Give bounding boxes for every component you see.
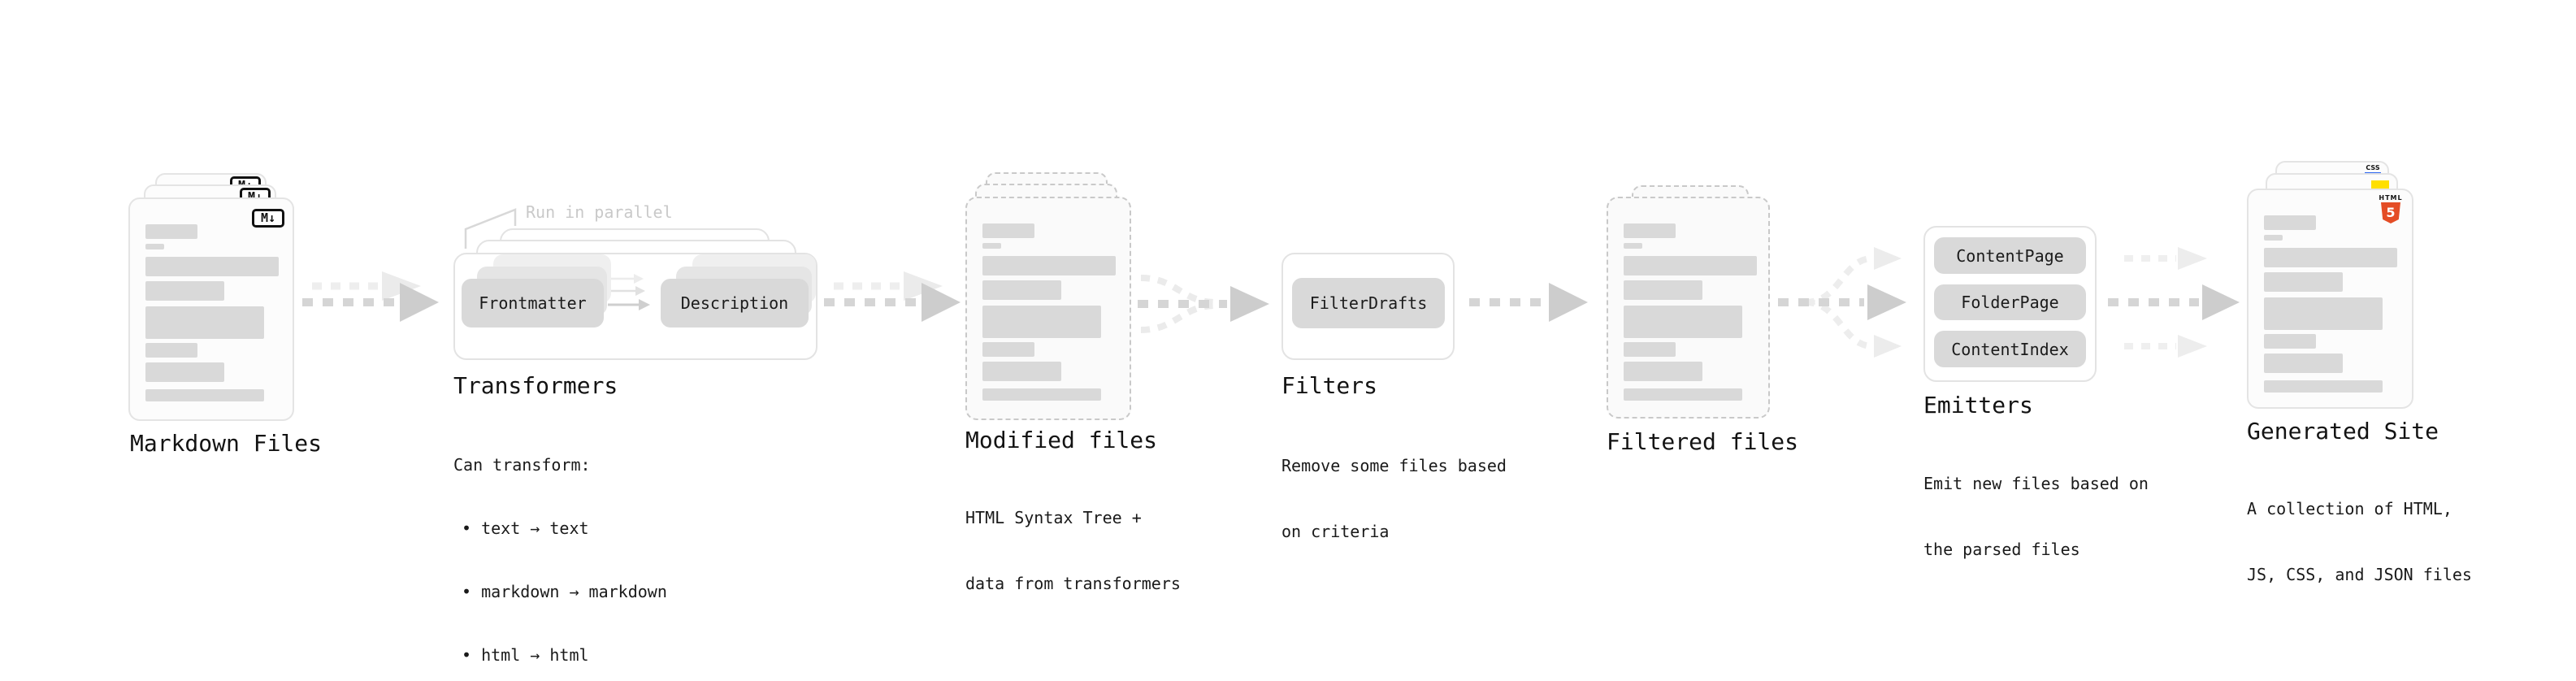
transformer-description-chip: Description bbox=[661, 279, 809, 327]
markdown-file-card-front: M↓ bbox=[128, 197, 294, 421]
filter-drafts-chip: FilterDrafts bbox=[1292, 278, 1445, 328]
placeholder-bar bbox=[145, 306, 264, 339]
stage-title-filters: Filters bbox=[1281, 372, 1378, 399]
emitter-contentpage-chip: ContentPage bbox=[1934, 237, 2086, 274]
placeholder-bar bbox=[982, 388, 1101, 401]
html5-icon: HTML 5 bbox=[2377, 194, 2405, 223]
placeholder-bar bbox=[2264, 248, 2397, 267]
placeholder-bar bbox=[1624, 388, 1742, 401]
flow-arrow-filters-to-filtered bbox=[1469, 283, 1588, 322]
description-line: HTML Syntax Tree + bbox=[965, 508, 1142, 527]
markdown-icon: M↓ bbox=[252, 209, 284, 228]
description-line: Remove some files based bbox=[1281, 456, 1507, 475]
placeholder-bar bbox=[982, 306, 1101, 338]
transform-flow-arrows bbox=[608, 274, 650, 310]
placeholder-bar bbox=[145, 343, 197, 358]
stage-title-emitters: Emitters bbox=[1923, 392, 2033, 419]
run-in-parallel-annotation: Run in parallel bbox=[526, 202, 673, 222]
stage-title-generated-site: Generated Site bbox=[2247, 418, 2439, 445]
placeholder-bar bbox=[145, 244, 164, 249]
placeholder-bar bbox=[2264, 354, 2343, 373]
flow-arrow-markdown-to-transformers bbox=[302, 271, 439, 322]
placeholder-bar bbox=[2264, 380, 2383, 393]
stage-description-emitters: Emit new files based on the parsed files bbox=[1923, 429, 2149, 605]
file-content-placeholder bbox=[130, 199, 293, 419]
placeholder-bar bbox=[982, 342, 1034, 357]
placeholder-bar bbox=[1624, 256, 1757, 275]
flow-arrow-merge-modified-to-filters bbox=[1138, 275, 1269, 333]
modified-file-card-front bbox=[965, 197, 1131, 420]
placeholder-bar bbox=[1624, 243, 1642, 249]
transformer-frontmatter-chip: Frontmatter bbox=[462, 279, 604, 327]
placeholder-bar bbox=[982, 362, 1061, 381]
file-content-placeholder bbox=[2249, 190, 2412, 407]
stage-title-modified-files: Modified files bbox=[965, 427, 1158, 453]
placeholder-bar bbox=[982, 256, 1116, 275]
flow-arrow-branch-filtered-to-emitters bbox=[1778, 247, 1906, 358]
placeholder-bar bbox=[2264, 215, 2316, 230]
generated-file-card-front: HTML 5 bbox=[2247, 189, 2413, 409]
stage-title-transformers: Transformers bbox=[453, 372, 618, 399]
description-line: on criteria bbox=[1281, 522, 1390, 541]
filtered-file-card-front bbox=[1607, 197, 1770, 419]
emitter-folderpage-chip: FolderPage bbox=[1934, 284, 2086, 320]
stage-description-modified-files: HTML Syntax Tree + data from transformer… bbox=[965, 463, 1181, 639]
placeholder-bar bbox=[1624, 342, 1676, 357]
description-line: JS, CSS, and JSON files bbox=[2247, 565, 2472, 584]
flow-arrow-transformers-to-modified bbox=[824, 271, 961, 322]
file-content-placeholder bbox=[967, 198, 1130, 419]
placeholder-bar bbox=[982, 280, 1061, 300]
emitter-contentindex-chip: ContentIndex bbox=[1934, 331, 2086, 367]
description-line: the parsed files bbox=[1923, 540, 2080, 559]
stage-title-markdown-files: Markdown Files bbox=[130, 430, 323, 457]
placeholder-bar bbox=[2264, 235, 2283, 241]
description-line: A collection of HTML, bbox=[2247, 499, 2452, 518]
placeholder-bar bbox=[1624, 223, 1676, 238]
stage-description-transformers: Can transform: • text → text • markdown … bbox=[453, 412, 667, 681]
description-line: Emit new files based on bbox=[1923, 474, 2149, 493]
placeholder-bar bbox=[1624, 280, 1702, 300]
placeholder-bar bbox=[982, 243, 1001, 249]
run-in-parallel-leader-line bbox=[464, 208, 517, 249]
placeholder-bar bbox=[2264, 334, 2316, 349]
placeholder-bar bbox=[2264, 272, 2343, 292]
placeholder-bar bbox=[1624, 362, 1702, 381]
placeholder-bar bbox=[2264, 297, 2383, 330]
transformers-subtitle: Can transform: bbox=[453, 455, 591, 475]
stage-title-filtered-files: Filtered files bbox=[1607, 428, 1799, 455]
js-icon bbox=[2371, 180, 2389, 191]
placeholder-bar bbox=[145, 389, 264, 401]
flow-arrows-emitters-to-generated bbox=[2108, 247, 2240, 358]
transform-bullet: • html → html bbox=[462, 645, 589, 665]
placeholder-bar bbox=[145, 281, 224, 301]
file-content-placeholder bbox=[1608, 198, 1768, 417]
transform-bullet: • markdown → markdown bbox=[462, 582, 667, 601]
stage-description-filters: Remove some files based on criteria bbox=[1281, 411, 1507, 587]
placeholder-bar bbox=[1624, 306, 1742, 338]
description-line: data from transformers bbox=[965, 574, 1181, 593]
placeholder-bar bbox=[145, 362, 224, 382]
stage-description-generated-site: A collection of HTML, JS, CSS, and JSON … bbox=[2247, 454, 2472, 630]
placeholder-bar bbox=[982, 223, 1034, 238]
placeholder-bar bbox=[145, 224, 197, 239]
transform-bullet: • text → text bbox=[462, 518, 589, 538]
placeholder-bar bbox=[145, 257, 279, 276]
